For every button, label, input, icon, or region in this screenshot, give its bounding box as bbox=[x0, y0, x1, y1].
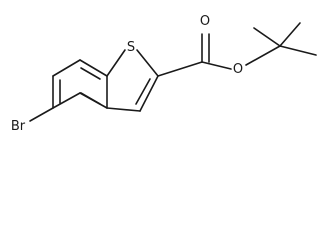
bond-c6-c7 bbox=[52, 59, 81, 77]
bond-lines bbox=[29, 22, 317, 122]
bond-c5-br bbox=[29, 107, 54, 122]
sulfur-atom-label: S bbox=[127, 40, 135, 55]
bond-c4-c5 bbox=[52, 92, 81, 109]
bond-c7-c7a bbox=[79, 59, 108, 77]
bond-c3-c3a bbox=[106, 107, 141, 112]
bond-c3a-c4-double bbox=[80, 92, 101, 105]
bond-tbu-methyl-right bbox=[279, 45, 317, 56]
molecule-canvas: S O O Br bbox=[10, 14, 317, 134]
carbonyl-oxygen-label: O bbox=[200, 14, 210, 29]
bond-c7a-s bbox=[106, 49, 126, 77]
bond-c2-c3 bbox=[139, 75, 159, 112]
bond-tbu-methyl-top bbox=[279, 22, 301, 47]
bond-s-c2 bbox=[136, 49, 159, 77]
structure-diagram: S O O Br bbox=[11, 14, 317, 134]
bond-c7-c7a-double bbox=[80, 67, 101, 80]
bond-tbu-methyl-left bbox=[253, 27, 281, 47]
bond-o-quaternary-c bbox=[245, 45, 281, 66]
bromine-atom-label: Br bbox=[11, 119, 26, 134]
ester-oxygen-label: O bbox=[233, 62, 243, 77]
bond-c2-carbonyl bbox=[157, 61, 203, 77]
bond-c2-c3-double bbox=[135, 78, 151, 105]
bond-carbonyl-o-ester bbox=[201, 61, 232, 70]
